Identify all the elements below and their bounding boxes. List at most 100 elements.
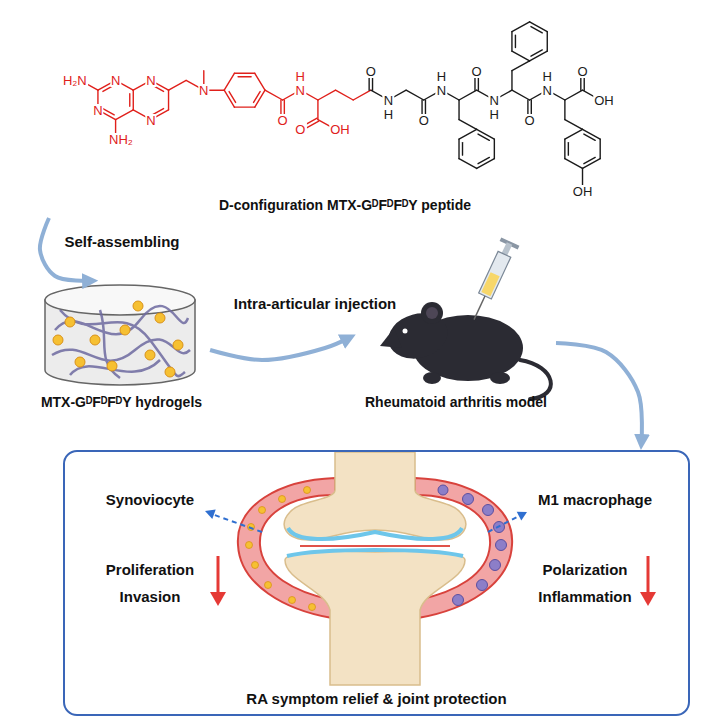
node-caption: Rheumatoid arthritis model (365, 394, 547, 411)
drug-dots (248, 524, 255, 531)
chemical-bond (229, 92, 236, 103)
drug-dots (145, 350, 155, 360)
atom-label-holder: N (110, 71, 121, 89)
atom-label: O (471, 65, 483, 78)
mouse-leg (490, 372, 510, 384)
atom-label-holder: H (436, 67, 447, 85)
atom-label-holder: H (383, 105, 394, 123)
mouse-leg (423, 372, 441, 384)
callout-label: M1 macrophage (538, 491, 652, 509)
macrophage-cells (496, 540, 507, 551)
femur-bone (284, 452, 465, 540)
drug-dots (90, 335, 100, 345)
atom-label: H (542, 70, 553, 83)
atom-label: OH (329, 123, 351, 136)
outcome-panel: RA symptom relief & joint protection (63, 450, 690, 716)
dashed-pointer (205, 510, 262, 532)
callout-label-holder: Polarization (542, 561, 627, 579)
atom-label: O (365, 65, 377, 78)
macrophage-cells (438, 485, 448, 495)
cartilage (287, 550, 463, 556)
chemical-bond (254, 92, 261, 103)
node-caption: RA symptom relief & joint protection (246, 690, 506, 708)
dashed-pointer (205, 510, 216, 519)
drug-dots (265, 582, 272, 589)
drug-dots (165, 367, 175, 377)
chemical-bond (265, 90, 283, 100)
atom-label: N (295, 84, 306, 97)
atom-label: N (110, 74, 121, 87)
atom-label: N (92, 104, 103, 117)
atom-label: O (524, 114, 536, 127)
atom-label-holder: OH (572, 182, 594, 200)
edge-label-holder: Intra-articular injection (232, 295, 399, 313)
chemical-bond (459, 129, 477, 139)
chemical-bond (568, 143, 569, 156)
callout-label: Proliferation (106, 561, 194, 579)
drug-dots (173, 340, 183, 350)
chemical-bond (531, 27, 542, 33)
chemical-bond (565, 90, 583, 100)
chemical-bond (564, 100, 565, 120)
chemical-bond (238, 76, 251, 77)
atom-label-holder: OH (329, 120, 351, 138)
callout-label: Synoviocyte (106, 491, 194, 509)
macrophage-cells (483, 505, 494, 516)
peptide-fibres (52, 339, 190, 360)
macrophage-cells (438, 485, 507, 606)
atom-label-holder: O (524, 111, 536, 129)
chemical-bond (565, 120, 583, 130)
atom-label: H (383, 108, 394, 121)
drug-dots (65, 317, 75, 327)
chemical-bond (512, 51, 530, 61)
atom-label-holder: O (471, 62, 483, 80)
atom-label-holder: N (295, 81, 306, 99)
joint-space (300, 545, 450, 547)
chemical-bond (103, 109, 114, 115)
tibia-bone (285, 551, 465, 685)
atom-label-holder: H (542, 67, 553, 85)
chemical-bond (234, 73, 254, 74)
peptide-fibres (100, 310, 120, 378)
drug-dots (107, 361, 117, 371)
decrease-arrow (210, 556, 226, 606)
chemical-bond (511, 32, 512, 52)
callout-label-holder: Inflammation (538, 588, 631, 606)
edge-label: Self-assembling (62, 233, 181, 251)
atom-label-holder: O (294, 120, 306, 138)
hydrogel-cylinder (45, 285, 195, 385)
mouse-ear-inner (426, 307, 438, 319)
atom-label: OH (572, 185, 594, 198)
dashed-pointer (517, 512, 527, 521)
callout-label-holder: Invasion (120, 588, 181, 606)
edge-label-holder: Self-assembling (62, 233, 181, 251)
dashed-pointer (488, 516, 519, 532)
callout-label: Polarization (542, 561, 627, 579)
chemical-bond (512, 22, 530, 32)
atom-label: O (418, 114, 430, 127)
callout-label-holder: M1 macrophage (538, 491, 652, 509)
macrophage-cells (490, 560, 501, 571)
drug-dots (289, 597, 296, 604)
decrease-arrow (647, 556, 650, 594)
chemical-bond (353, 90, 371, 100)
chemical-bond (511, 71, 512, 91)
chemical-bond (318, 90, 336, 100)
cartilage (288, 528, 462, 539)
dashed-pointer (488, 512, 527, 532)
chemical-bond (168, 90, 169, 110)
figure-panel: Rheumatoid arthritis model (356, 232, 556, 415)
chemical-bond (406, 90, 424, 100)
chemical-bond (478, 134, 489, 140)
chemical-bond (317, 100, 318, 120)
macrophage-cells (477, 580, 488, 591)
chemical-bond (512, 90, 530, 100)
chemical-bond (459, 120, 477, 130)
atom-label: N (145, 114, 156, 127)
atom-label: OH (593, 94, 615, 107)
macrophage-cells (453, 595, 464, 606)
edge-label: Intra-articular injection (232, 295, 399, 313)
drug-dots (309, 604, 316, 611)
drug-dots (53, 335, 63, 345)
